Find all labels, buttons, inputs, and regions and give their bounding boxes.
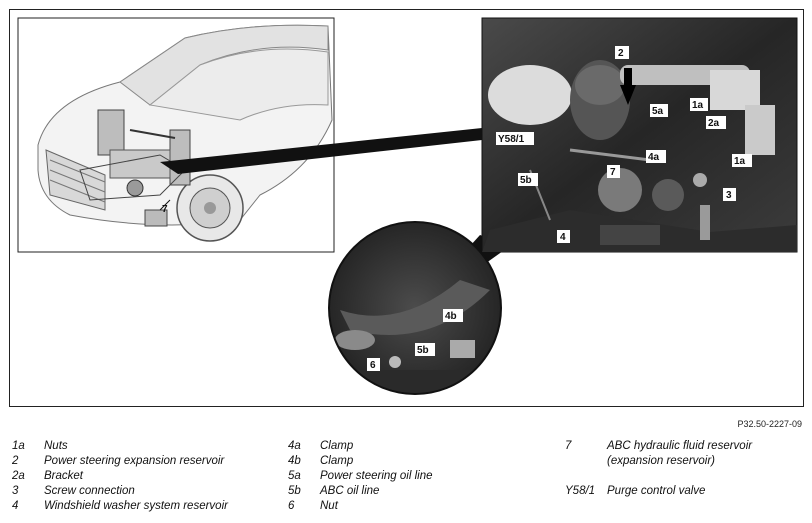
callout-1a-top: 1a <box>692 100 704 111</box>
engine-bay-photo: 2 1a 5a 2a Y58/1 4a 1a 7 5b 3 4 <box>481 17 798 253</box>
detail-callout-4b: 4b <box>445 311 457 322</box>
callout-3: 3 <box>726 190 732 201</box>
callout-7: 7 <box>610 167 616 178</box>
figure-illustration: 7 <box>17 17 798 395</box>
detail-callout-6: 6 <box>370 360 376 371</box>
callout-4: 4 <box>560 232 566 243</box>
callout-5a: 5a <box>652 106 664 117</box>
car-callout-7: 7 <box>162 204 168 215</box>
figure-frame: 7 <box>9 9 804 407</box>
detail-magnifier: 4b 6 5b <box>328 221 502 395</box>
detail-callout-5b: 5b <box>417 345 429 356</box>
callout-4a: 4a <box>648 152 660 163</box>
figure-code: P32.50-2227-09 <box>737 419 802 429</box>
callout-5b: 5b <box>520 175 532 186</box>
callout-2: 2 <box>618 48 624 59</box>
car-overview-drawing: 7 <box>17 17 335 253</box>
callout-y58-1: Y58/1 <box>498 134 525 145</box>
callout-1a-right: 1a <box>734 156 746 167</box>
callout-2a: 2a <box>708 118 720 129</box>
